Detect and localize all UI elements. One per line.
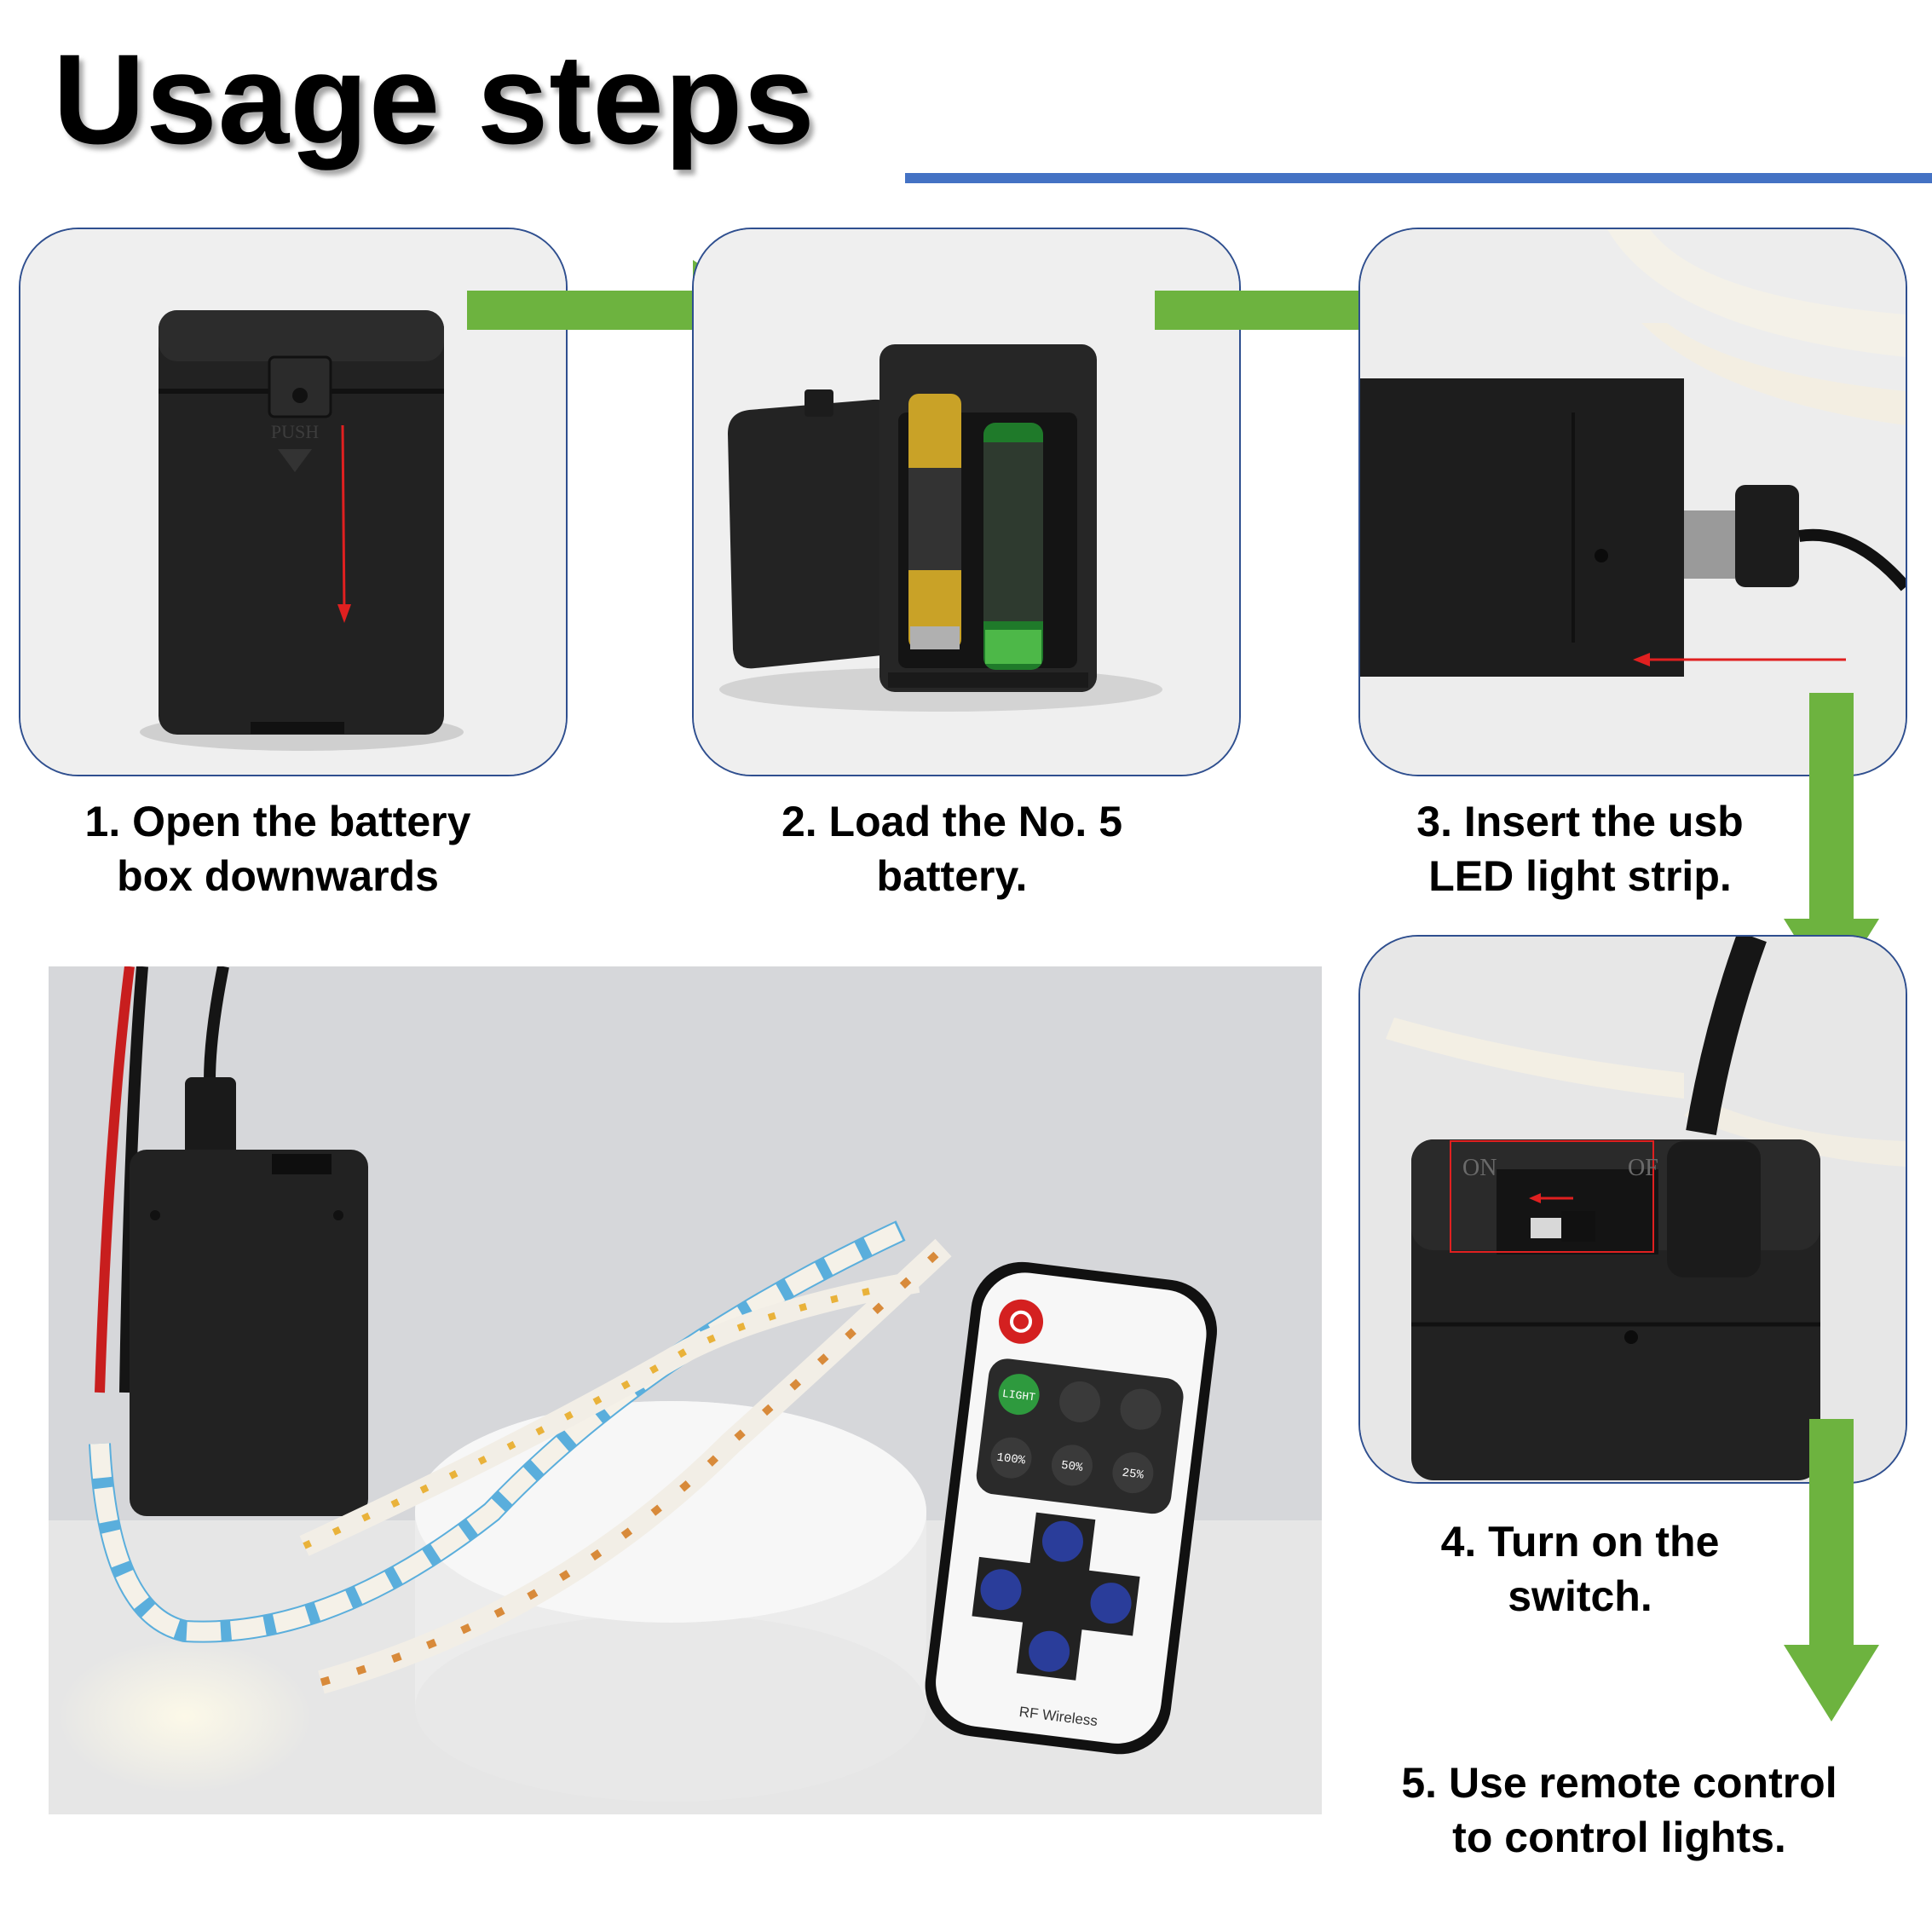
step-3-image-panel — [1358, 228, 1907, 776]
power-icon — [999, 1299, 1044, 1344]
usb-insert-illustration — [1360, 229, 1906, 775]
page-title: Usage steps — [53, 27, 816, 170]
led-strip-remote-photo: LIGHT 100% 50% 25% RF Wireless — [49, 966, 1322, 1814]
step-4-caption: 4. Turn on the switch. — [1440, 1518, 1720, 1620]
25-percent-button-label: 25% — [1122, 1467, 1145, 1483]
down-arrow-2 — [1784, 1419, 1879, 1721]
switch-highlight-box — [1450, 1140, 1654, 1253]
battery-box-closed-illustration: PUSH — [20, 229, 566, 775]
switch-on-illustration: ON OF — [1360, 937, 1906, 1482]
down-arrow-1 — [1784, 693, 1879, 995]
battery-box-open-illustration — [694, 229, 1239, 775]
push-label: PUSH — [271, 421, 319, 442]
remote-control: LIGHT 100% 50% 25% RF Wireless — [925, 1261, 1217, 1755]
light-button-label: LIGHT — [1001, 1387, 1036, 1404]
open-direction-arrow — [341, 424, 346, 614]
100-percent-button-label: 100% — [996, 1451, 1027, 1468]
step-5-caption: 5. Use remote control to control lights. — [1401, 1759, 1837, 1861]
on-label: ON — [1462, 1155, 1497, 1181]
step-4-image-panel: ON OF — [1358, 935, 1907, 1484]
off-label: OF — [1628, 1155, 1658, 1181]
step-3-caption: 3. Insert the usb LED light strip. — [1416, 798, 1744, 900]
title-underline — [905, 173, 1932, 183]
50-percent-button-label: 50% — [1060, 1459, 1084, 1475]
step-2-image-panel — [692, 228, 1241, 776]
step-1-caption: 1. Open the battery box downwards — [84, 798, 471, 900]
step-2-caption: 2. Load the No. 5 battery. — [781, 798, 1123, 900]
